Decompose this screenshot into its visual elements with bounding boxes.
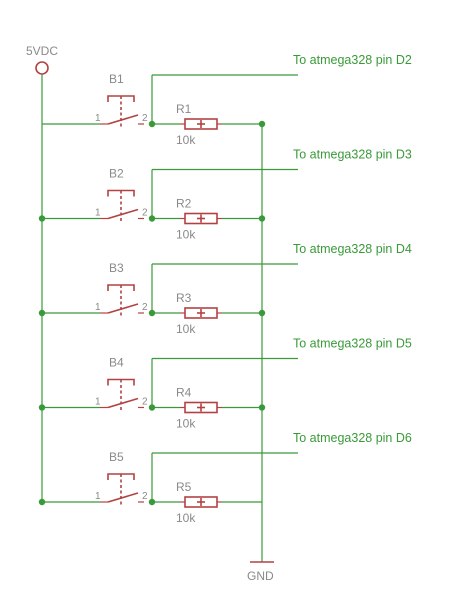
resistor-value: 10k bbox=[176, 322, 196, 336]
junction-signal-dot bbox=[148, 498, 156, 506]
resistor-label: R2 bbox=[176, 197, 192, 211]
net-label: To atmega328 pin D6 bbox=[293, 431, 412, 445]
button-label: B2 bbox=[109, 167, 124, 181]
button-pin-number-right: 2 bbox=[142, 302, 148, 313]
net-label: To atmega328 pin D4 bbox=[293, 242, 412, 256]
button-pin-number-right: 2 bbox=[142, 491, 148, 502]
junction-signal-dot bbox=[148, 309, 156, 317]
button-label: B1 bbox=[109, 72, 124, 86]
stage-4: B4 1 2 R4 10k To atmega328 pin D5 bbox=[38, 337, 412, 431]
button-pin-number-left: 1 bbox=[95, 302, 101, 313]
junction-gnd-dot bbox=[258, 404, 266, 411]
junction-vcc-dot bbox=[38, 215, 46, 222]
resistor-value: 10k bbox=[176, 228, 196, 242]
button-contact-icon bbox=[107, 397, 139, 409]
junction-gnd-dot bbox=[258, 215, 266, 222]
junction-signal-dot bbox=[148, 404, 156, 411]
stage-1: B1 1 2 R1 10k To atmega328 pin D2 bbox=[42, 53, 412, 147]
button-pin-number-left: 1 bbox=[95, 208, 101, 219]
button-contact-icon bbox=[107, 303, 139, 314]
junction-vcc-dot bbox=[38, 498, 46, 506]
button-contact-icon bbox=[107, 492, 139, 503]
resistor-label: R4 bbox=[176, 386, 192, 400]
button-pin-number-left: 1 bbox=[95, 113, 101, 124]
junction-signal-dot bbox=[148, 215, 156, 222]
resistor-label: R1 bbox=[176, 102, 192, 116]
stage-5: B5 1 2 R5 10k To atmega328 pin D6 bbox=[38, 431, 412, 525]
button-contact-icon bbox=[107, 208, 139, 220]
button-contact-icon bbox=[107, 114, 139, 125]
junction-gnd-dot bbox=[258, 120, 266, 128]
junction-vcc-dot bbox=[38, 309, 46, 317]
button-pin-number-right: 2 bbox=[142, 397, 148, 408]
ground-label: GND bbox=[247, 569, 274, 583]
button-label: B5 bbox=[109, 450, 124, 464]
button-pin-number-right: 2 bbox=[142, 208, 148, 219]
stage-3: B3 1 2 R3 10k To atmega328 pin D4 bbox=[38, 242, 412, 336]
button-pin-number-left: 1 bbox=[95, 491, 101, 502]
stage-2: B2 1 2 R2 10k To atmega328 pin D3 bbox=[38, 148, 412, 242]
supply-terminal-icon bbox=[35, 61, 49, 75]
junction-signal-dot bbox=[148, 120, 156, 128]
ground-symbol: GND bbox=[247, 561, 274, 583]
resistor-label: R5 bbox=[176, 480, 192, 494]
junction-vcc-dot bbox=[38, 404, 46, 411]
resistor-value: 10k bbox=[176, 511, 196, 525]
button-label: B3 bbox=[109, 261, 124, 275]
net-label: To atmega328 pin D3 bbox=[293, 148, 412, 162]
button-label: B4 bbox=[109, 356, 124, 370]
resistor-value: 10k bbox=[176, 417, 196, 431]
resistor-value: 10k bbox=[176, 133, 196, 147]
supply-symbol: 5VDC bbox=[26, 44, 58, 75]
junction-gnd-dot bbox=[258, 309, 266, 317]
net-label: To atmega328 pin D5 bbox=[293, 337, 412, 351]
net-label: To atmega328 pin D2 bbox=[293, 53, 412, 67]
button-pin-number-left: 1 bbox=[95, 397, 101, 408]
button-pin-number-right: 2 bbox=[142, 113, 148, 124]
resistor-label: R3 bbox=[176, 291, 192, 305]
supply-label: 5VDC bbox=[26, 44, 58, 58]
